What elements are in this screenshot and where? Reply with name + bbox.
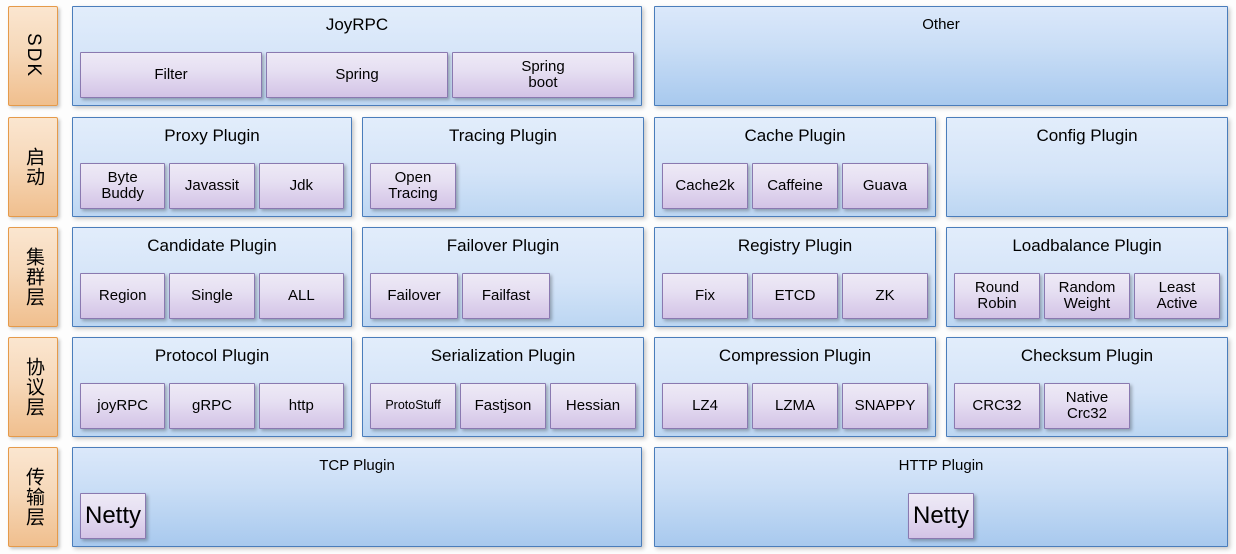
plugin-chip[interactable]: ZK [842, 273, 928, 319]
layer-label-2: 集群层 [8, 227, 58, 327]
plugin-chip[interactable]: Failfast [462, 273, 550, 319]
plugin-chip[interactable]: Guava [842, 163, 928, 209]
plugin-chip[interactable]: Fix [662, 273, 748, 319]
plugin-chip[interactable]: ProtoStuff [370, 383, 456, 429]
plugin-panel-title: Failover Plugin [446, 236, 560, 255]
plugin-panel-title: Protocol Plugin [154, 346, 270, 365]
plugin-chip[interactable]: Javassit [169, 163, 255, 209]
layer-label-text: 传输层 [22, 467, 44, 527]
plugin-chip[interactable]: gRPC [169, 383, 255, 429]
plugin-chip[interactable]: Cache2k [662, 163, 748, 209]
plugin-chip-row: Open Tracing [370, 163, 636, 209]
plugin-chip[interactable]: Jdk [258, 163, 344, 209]
plugin-chip[interactable]: SNAPPY [842, 383, 928, 429]
plugin-chip[interactable]: ETCD [752, 273, 838, 319]
plugin-chip[interactable]: Spring [266, 52, 448, 98]
plugin-chip[interactable]: Random Weight [1044, 273, 1130, 319]
plugin-chip[interactable]: Byte Buddy [80, 163, 166, 209]
plugin-chip[interactable]: Filter [80, 52, 262, 98]
layer-label-text: SDK [22, 33, 44, 79]
plugin-panel-title: Candidate Plugin [147, 236, 277, 255]
plugin-chip[interactable]: Caffeine [752, 163, 838, 209]
plugin-chip[interactable]: http [258, 383, 344, 429]
plugin-chip[interactable]: Hessian [550, 383, 636, 429]
plugin-panel-title: Config Plugin [1036, 126, 1138, 145]
plugin-chip[interactable]: ALL [258, 273, 344, 319]
plugin-chip[interactable]: Netty [80, 493, 147, 539]
plugin-panel-title: Cache Plugin [744, 126, 846, 145]
plugin-chip[interactable]: joyRPC [80, 383, 166, 429]
plugin-panel-title: Proxy Plugin [164, 126, 260, 145]
plugin-chip[interactable]: Spring boot [452, 52, 634, 98]
plugin-panel-title: Serialization Plugin [430, 346, 576, 365]
layer-label-text: 集群层 [22, 247, 44, 307]
plugin-panel-title: Other [922, 16, 960, 33]
plugin-panel[interactable]: Config Plugin [946, 117, 1228, 217]
plugin-panel-title: JoyRPC [325, 15, 389, 34]
plugin-panel-title: Checksum Plugin [1020, 346, 1154, 365]
layer-label-1: 启动 [8, 117, 58, 217]
plugin-chip[interactable]: LZMA [752, 383, 838, 429]
plugin-chip[interactable]: Least Active [1134, 273, 1220, 319]
plugin-panel-title: Compression Plugin [718, 346, 872, 365]
plugin-chip[interactable]: Round Robin [954, 273, 1040, 319]
layer-label-3: 协议层 [8, 337, 58, 437]
layer-label-4: 传输层 [8, 447, 58, 547]
plugin-chip-row: Netty [662, 493, 1220, 539]
plugin-panel-title: HTTP Plugin [898, 457, 984, 474]
plugin-chip[interactable]: LZ4 [662, 383, 748, 429]
plugin-panel-title: Loadbalance Plugin [1012, 236, 1162, 255]
layer-label-text: 协议层 [22, 357, 44, 417]
plugin-panel[interactable]: Other [654, 6, 1228, 106]
plugin-panel-title: Tracing Plugin [448, 126, 558, 145]
plugin-chip[interactable]: Fastjson [460, 383, 546, 429]
plugin-chip-row: Netty [80, 493, 634, 539]
plugin-chip[interactable]: CRC32 [954, 383, 1040, 429]
plugin-chip[interactable]: Netty [907, 493, 974, 539]
plugin-chip[interactable]: Failover [370, 273, 458, 319]
layer-label-text: 启动 [22, 147, 44, 187]
plugin-panel-title: Registry Plugin [737, 236, 853, 255]
plugin-panel-title: TCP Plugin [319, 457, 395, 474]
plugin-chip[interactable]: Region [80, 273, 166, 319]
plugin-chip[interactable]: Native Crc32 [1044, 383, 1130, 429]
layer-label-0: SDK [8, 6, 58, 106]
plugin-chip[interactable]: Single [169, 273, 255, 319]
plugin-chip[interactable]: Open Tracing [370, 163, 456, 209]
